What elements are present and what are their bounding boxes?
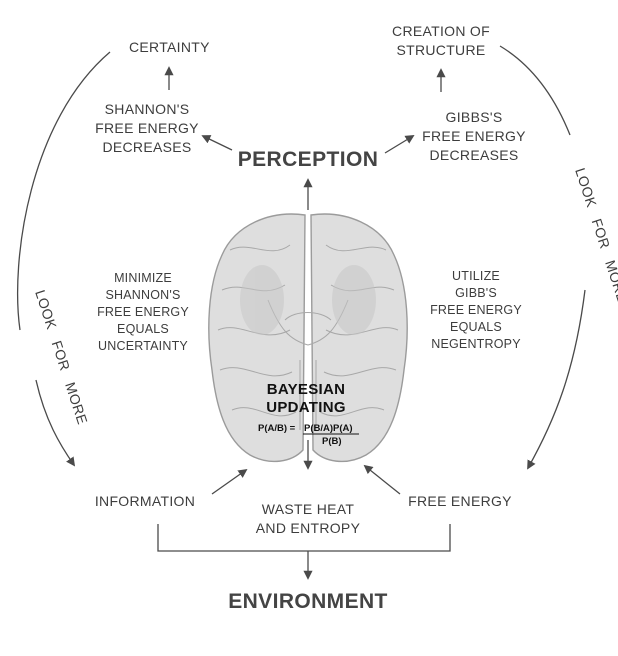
- minimize-line-1: MINIMIZE: [114, 271, 172, 285]
- label-bayesian-updating: BAYESIAN UPDATING: [246, 381, 366, 417]
- arrow-information-brain: [211, 468, 248, 495]
- certainty-text: CERTAINTY: [129, 39, 210, 55]
- gibbs-line-2: FREE ENERGY: [422, 128, 526, 144]
- arrow-perception-shannon: [201, 135, 233, 151]
- environment-bracket: [157, 524, 451, 552]
- utilize-line-4: EQUALS: [450, 320, 502, 334]
- information-text: INFORMATION: [94, 493, 196, 509]
- label-utilize: UTILIZE GIBB'S FREE ENERGY EQUALS NEGENT…: [421, 268, 531, 353]
- label-creation-of-structure: CREATION OF STRUCTURE: [376, 22, 506, 60]
- minimize-line-3: FREE ENERGY: [97, 305, 189, 319]
- utilize-line-3: FREE ENERGY: [430, 303, 522, 317]
- shannon-line-3: DECREASES: [102, 139, 192, 155]
- label-certainty: CERTAINTY: [129, 38, 209, 57]
- minimize-line-2: SHANNON'S: [105, 288, 181, 302]
- brain-illustration: [208, 213, 408, 463]
- perception-text: PERCEPTION: [237, 148, 379, 171]
- formula-left: P(A/B) =: [258, 423, 296, 434]
- arrow-freeenergy-brain: [363, 464, 401, 495]
- left-arc-arrow: [16, 51, 111, 331]
- label-information: INFORMATION: [82, 492, 208, 511]
- label-waste-heat: WASTE HEAT AND ENTROPY: [240, 500, 376, 538]
- label-minimize: MINIMIZE SHANNON'S FREE ENERGY EQUALS UN…: [88, 270, 198, 355]
- waste-line-2: AND ENTROPY: [255, 520, 361, 536]
- bayesian-line-2: UPDATING: [266, 399, 346, 416]
- utilize-line-1: UTILIZE: [452, 269, 500, 283]
- minimize-line-5: UNCERTAINTY: [98, 339, 188, 353]
- utilize-line-2: GIBB'S: [455, 286, 497, 300]
- free-energy-text: FREE ENERGY: [408, 493, 512, 509]
- gibbs-line-3: DECREASES: [429, 147, 519, 163]
- shannon-line-2: FREE ENERGY: [95, 120, 199, 136]
- arrow-perception-gibbs: [384, 135, 415, 154]
- right-arc-arrow: [499, 45, 571, 136]
- label-free-energy: FREE ENERGY: [400, 492, 520, 511]
- label-perception: PERCEPTION: [228, 148, 388, 171]
- formula-denominator: P(B): [322, 436, 342, 447]
- waste-line-1: WASTE HEAT: [261, 501, 355, 517]
- label-gibbs-decreases: GIBBS'S FREE ENERGY DECREASES: [414, 108, 534, 165]
- creation-line-2: STRUCTURE: [396, 42, 486, 58]
- bayesian-line-1: BAYESIAN: [266, 381, 346, 398]
- environment-text: ENVIRONMENT: [228, 590, 388, 613]
- shannon-line-1: SHANNON'S: [104, 101, 190, 117]
- minimize-line-4: EQUALS: [117, 322, 169, 336]
- label-environment: ENVIRONMENT: [208, 590, 408, 613]
- label-shannon-decreases: SHANNON'S FREE ENERGY DECREASES: [87, 100, 207, 157]
- formula-numerator: P(B/A)P(A): [304, 423, 353, 434]
- utilize-line-5: NEGENTROPY: [431, 337, 521, 351]
- creation-line-1: CREATION OF: [392, 23, 490, 39]
- gibbs-line-1: GIBBS'S: [445, 109, 503, 125]
